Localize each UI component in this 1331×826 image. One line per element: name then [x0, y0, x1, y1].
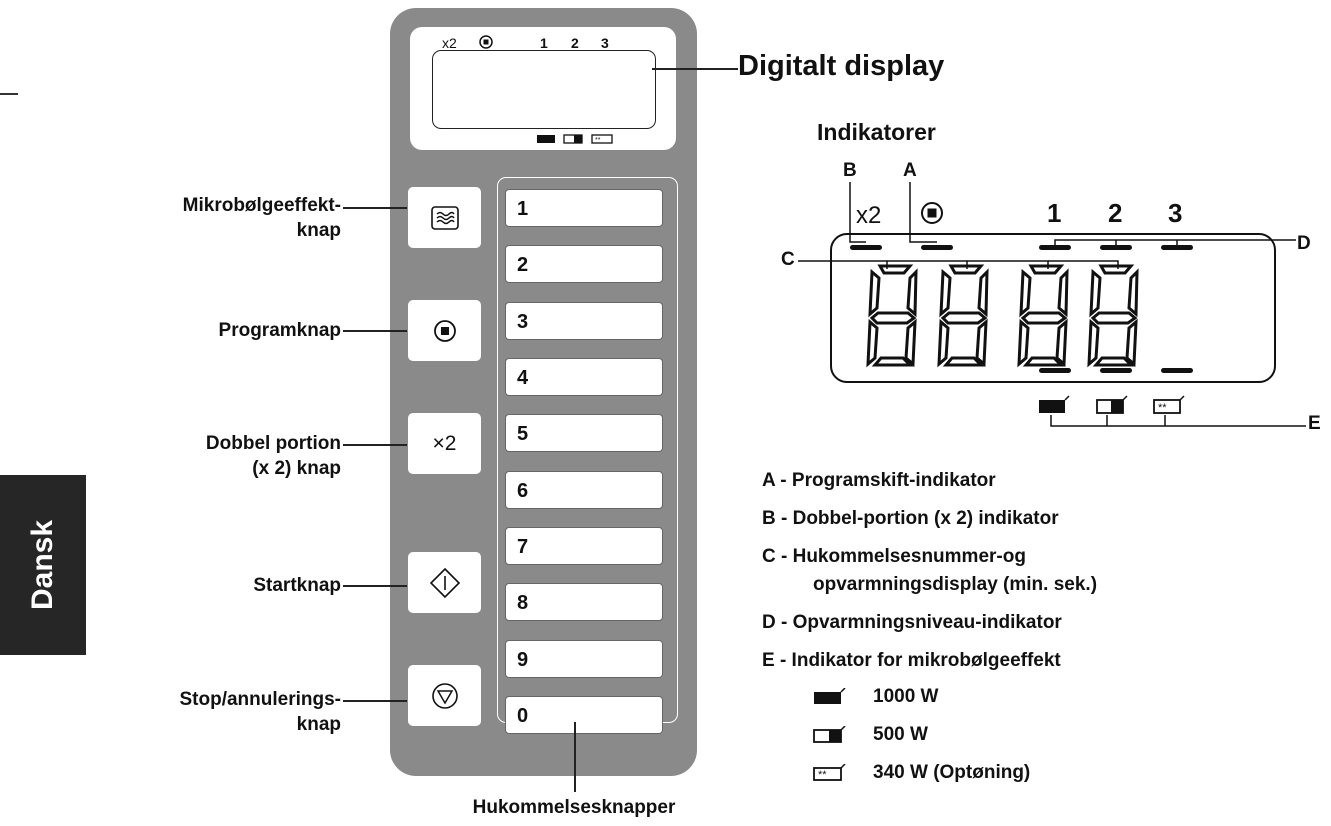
label-program: Programknap [218, 320, 341, 341]
label-start: Startknap [253, 575, 341, 596]
indicator-leaders [798, 182, 1306, 427]
display-power-icons: ** [537, 134, 613, 144]
indicators-title: Indikatorer [817, 119, 936, 145]
label-stop-line2: knap [296, 714, 341, 735]
legend-c-line2: opvarmningsdisplay (min. sek.) [813, 574, 1098, 595]
label-microwave-power-line2: knap [296, 220, 341, 241]
program-circle-icon [433, 319, 456, 342]
svg-text:**: ** [1158, 402, 1167, 414]
label-double-line2: (x 2) knap [252, 458, 341, 479]
memory-key-6[interactable]: 6 [505, 471, 663, 509]
display-x2-indicator: x2 [442, 35, 457, 51]
indicator-power-icons: ** [1039, 395, 1185, 414]
letter-a: A [903, 160, 917, 181]
display-level-1: 1 [540, 35, 548, 51]
program-button[interactable] [408, 300, 481, 361]
label-double-line1: Dobbel portion [205, 433, 341, 454]
legend-b: B - Dobbel-portion (x 2) indikator [762, 508, 1059, 529]
legend-e: E - Indikator for mikrobølgeeffekt [762, 650, 1061, 671]
display-level-2: 2 [571, 35, 579, 51]
indicator-level-2: 2 [1108, 198, 1123, 228]
svg-text:**: ** [818, 769, 827, 781]
display-program-icon [479, 35, 493, 49]
diamond-start-icon [429, 567, 460, 598]
leader-line [343, 585, 407, 587]
letter-b: B [843, 160, 857, 181]
label-stop-line1: Stop/annulerings- [179, 689, 342, 710]
memory-key-2[interactable]: 2 [505, 245, 663, 283]
indicator-program-icon [921, 202, 943, 224]
language-tab-label: Dansk [26, 519, 59, 611]
memory-key-5[interactable]: 5 [505, 414, 663, 452]
stop-button[interactable] [408, 665, 481, 726]
legend-a: A - Programskift-indikator [762, 470, 996, 491]
display-screen [432, 50, 656, 129]
divider [0, 93, 18, 95]
leader-line [343, 207, 407, 209]
start-button[interactable] [408, 552, 481, 613]
leader-line [343, 700, 407, 702]
label-microwave-power-line1: Mikrobølgeeffekt- [182, 195, 341, 216]
label-double-portion: Dobbel portion (x 2) knap [206, 431, 341, 481]
memory-key-4[interactable]: 4 [505, 358, 663, 396]
letter-d: D [1297, 233, 1311, 254]
indicator-level-1: 1 [1047, 198, 1062, 228]
indicator-x2-text: x2 [856, 202, 882, 229]
memory-key-1[interactable]: 1 [505, 189, 663, 227]
label-memory-keys: Hukommelsesknapper [472, 797, 676, 818]
leader-line [343, 330, 407, 332]
microwave-power-button[interactable] [408, 187, 481, 248]
indicator-bottom-bars [1039, 368, 1193, 373]
memory-key-3[interactable]: 3 [505, 302, 663, 340]
letter-c: C [781, 249, 795, 270]
double-portion-button[interactable]: ×2 [408, 413, 481, 474]
power-1000-label: 1000 W [873, 686, 939, 707]
svg-text:**: ** [595, 137, 601, 144]
waves-icon [430, 205, 459, 230]
power-500-label: 500 W [873, 724, 928, 745]
indicator-level-3: 3 [1168, 198, 1183, 228]
indicator-top-bars [850, 245, 1193, 250]
memory-key-0[interactable]: 0 [505, 696, 663, 734]
x2-icon: ×2 [432, 431, 457, 455]
power-340-defrost-icon: ** [813, 764, 846, 781]
legend-d: D - Opvarmningsniveau-indikator [762, 612, 1062, 633]
display-level-3: 3 [601, 35, 609, 51]
leader-line [343, 444, 407, 446]
power-340-label: 340 W (Optøning) [873, 762, 1031, 783]
leader-line [652, 68, 738, 70]
letter-e: E [1308, 413, 1321, 434]
label-stop: Stop/annulerings- knap [180, 687, 342, 737]
indicator-screen-frame [830, 233, 1276, 383]
label-microwave-power: Mikrobølgeeffekt- knap [183, 193, 341, 243]
indicator-diagram: ** [798, 182, 1306, 427]
indicator-digits [866, 264, 1139, 367]
leader-line [574, 722, 576, 792]
legend-c: C - Hukommelsesnummer-og [762, 546, 1026, 567]
display-area [410, 27, 676, 150]
triangle-stop-icon [431, 682, 458, 709]
label-digital-display: Digitalt display [738, 50, 945, 82]
memory-key-7[interactable]: 7 [505, 527, 663, 565]
power-1000-icon [814, 688, 846, 704]
memory-key-9[interactable]: 9 [505, 640, 663, 678]
memory-key-8[interactable]: 8 [505, 583, 663, 621]
language-tab: Dansk [0, 475, 86, 655]
power-500-icon [813, 726, 846, 743]
